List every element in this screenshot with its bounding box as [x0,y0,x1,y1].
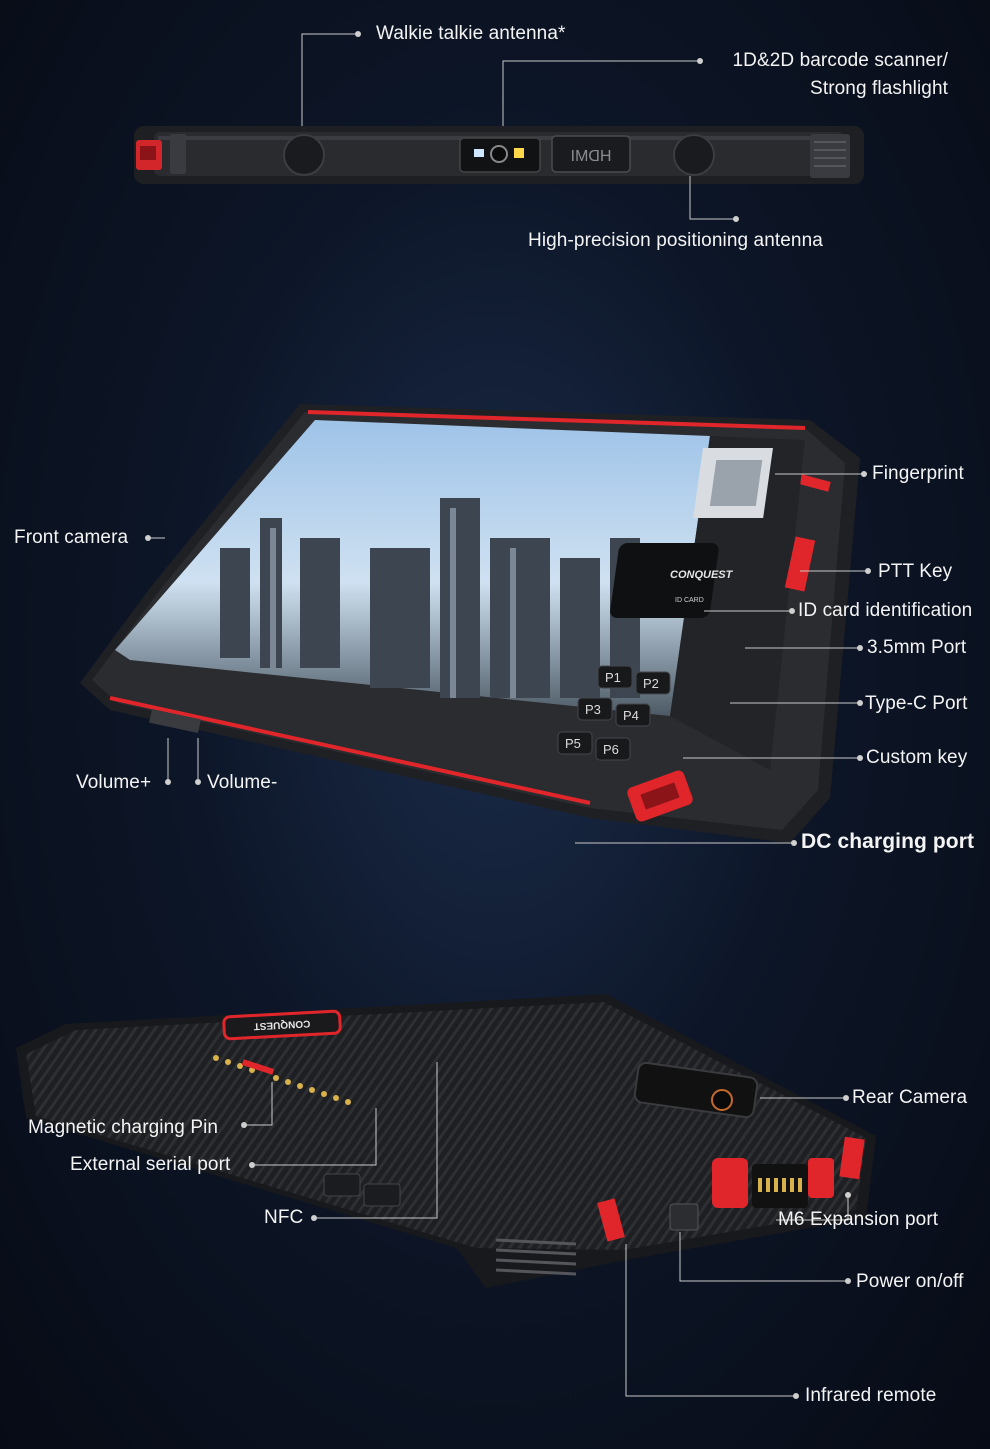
label-volume-minus: Volume- [207,772,278,793]
key-p2[interactable] [635,671,671,695]
key-p6-label: P6 [603,742,619,757]
label-barcode-scanner-line2: Strong flashlight [810,78,948,99]
label-fingerprint: Fingerprint [872,463,964,484]
key-p1-label: P1 [605,670,621,685]
label-power: Power on/off [856,1271,964,1292]
front-brand-text: CONQUEST [670,569,734,581]
key-p3[interactable] [577,697,613,721]
label-custom-key: Custom key [866,747,968,768]
back-view-device: CONQUEST [16,994,876,1288]
label-infrared: Infrared remote [805,1385,937,1406]
key-p5-label: P5 [565,736,581,751]
label-barcode-scanner-line1: 1D&2D barcode scanner/ [732,50,948,71]
key-p5[interactable] [557,731,593,755]
key-p4-label: P4 [623,708,639,723]
label-dc-port: DC charging port [801,830,975,853]
key-p2-label: P2 [643,676,659,691]
label-rear-camera: Rear Camera [852,1087,968,1108]
label-walkie-talkie-antenna: Walkie talkie antenna* [376,23,566,44]
key-p6[interactable] [595,737,631,761]
front-view-device: CONQUEST ID CARD P1 P2 P3 P4 P5 P6 [80,404,860,843]
back-brand-text: CONQUEST [253,1018,310,1032]
label-m6-port: M6 Expansion port [778,1209,939,1230]
label-typec-port: Type-C Port [865,693,968,714]
top-view-device: HDMI [134,126,864,184]
label-ptt-key: PTT Key [878,561,953,582]
key-p3-label: P3 [585,702,601,717]
label-nfc: NFC [264,1207,304,1228]
label-serial-port: External serial port [70,1154,231,1175]
label-audio-port: 3.5mm Port [867,637,967,658]
label-front-camera: Front camera [14,527,129,548]
label-volume-plus: Volume+ [76,772,152,793]
label-magnetic-pin: Magnetic charging Pin [28,1117,219,1138]
label-id-card: ID card identification [798,600,973,621]
key-p4[interactable] [615,703,651,727]
id-card-badge-text: ID CARD [675,597,704,604]
key-p1[interactable] [597,665,633,689]
hdmi-text: HDMI [571,148,612,165]
label-positioning-antenna: High-precision positioning antenna [528,230,823,251]
